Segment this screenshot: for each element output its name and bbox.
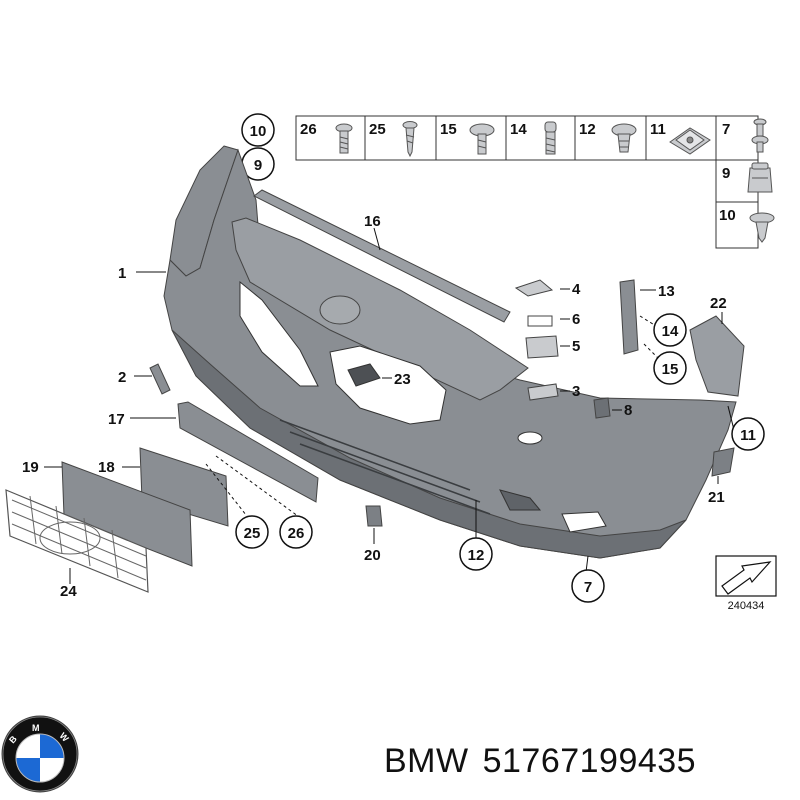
- callout-6: 6: [572, 311, 580, 328]
- callout-14-circled: 14: [653, 313, 687, 347]
- fastener-label-26: 26: [300, 121, 317, 138]
- callout-20: 20: [364, 547, 381, 564]
- callout-21: 21: [708, 489, 725, 506]
- callout-22: 22: [710, 295, 727, 312]
- svg-text:14: 14: [662, 323, 679, 340]
- svg-text:15: 15: [662, 361, 679, 378]
- callout-26-circled: 26: [279, 515, 313, 549]
- callout-19: 19: [22, 459, 39, 476]
- direction-arrow-icon: [721, 561, 772, 595]
- part-5-mount: [525, 335, 559, 359]
- lower-grille-slots: [279, 419, 491, 515]
- screw-14-icon: [544, 121, 557, 155]
- fastener-label-14: 14: [510, 121, 527, 138]
- callout-18: 18: [98, 459, 115, 476]
- right-fog-recess: [561, 511, 607, 533]
- caption-brand: BMW: [384, 742, 469, 780]
- svg-text:26: 26: [288, 525, 305, 542]
- part-8-clip: [593, 397, 611, 419]
- left-grille-opening: [239, 280, 319, 387]
- callout-10-circled: 10: [241, 113, 275, 147]
- callout-1: 1: [118, 265, 126, 282]
- fastener-strip: 26 25 15 14 12 11 7 9 10: [295, 115, 775, 249]
- clip-9-icon: [747, 162, 773, 193]
- part-17-trim: [177, 401, 319, 503]
- svg-text:12: 12: [468, 547, 485, 564]
- callout-8: 8: [624, 402, 632, 419]
- part-24-grille: [5, 489, 149, 593]
- part-4-cover: [514, 279, 554, 297]
- tow-hook-cover: [517, 431, 543, 445]
- svg-text:7: 7: [584, 579, 592, 596]
- part-13-support: [619, 279, 639, 355]
- part-23-bracket: [347, 363, 381, 387]
- callout-24: 24: [60, 583, 77, 600]
- screw-25-icon: [402, 121, 418, 158]
- callout-17: 17: [108, 411, 125, 428]
- callout-23: 23: [394, 371, 411, 388]
- callout-16: 16: [364, 213, 381, 230]
- clip-12-icon: [611, 123, 637, 153]
- left-fog-recess: [499, 489, 542, 511]
- part-16-upper-strip: [253, 189, 511, 323]
- callout-2: 2: [118, 369, 126, 386]
- callout-13: 13: [658, 283, 675, 300]
- svg-text:B: B: [7, 733, 19, 745]
- svg-text:10: 10: [250, 123, 267, 140]
- clip-10-icon: [749, 212, 775, 243]
- bumper-upper-panel: [231, 217, 529, 401]
- part-21-bracket: [711, 447, 735, 477]
- callout-3: 3: [572, 383, 580, 400]
- part-6-bracket: [527, 315, 553, 327]
- callout-11-circled: 11: [731, 417, 765, 451]
- caption-part-number: 51767199435: [482, 742, 697, 780]
- front-bumper: [163, 145, 737, 559]
- bumper-lower-band: [171, 329, 687, 559]
- svg-text:9: 9: [254, 157, 262, 174]
- callout-15-circled: 15: [653, 351, 687, 385]
- callout-12-circled: 12: [459, 537, 493, 571]
- part-18-plate: [139, 447, 229, 527]
- part-20-clip: [365, 505, 383, 527]
- part-3-sensor-holder: [527, 383, 559, 401]
- bmw-logo: B M W: [1, 715, 79, 793]
- part-19-plate: [61, 461, 193, 567]
- svg-text:11: 11: [740, 427, 756, 444]
- svg-text:M: M: [32, 723, 40, 733]
- fastener-label-11: 11: [650, 121, 666, 138]
- orientation-box: 240434: [715, 555, 777, 612]
- screw-15-icon: [469, 123, 495, 155]
- emblem-mount: [319, 295, 361, 325]
- svg-text:25: 25: [244, 525, 261, 542]
- fastener-label-15: 15: [440, 121, 457, 138]
- fastener-label-10: 10: [719, 207, 736, 224]
- fastener-label-7: 7: [722, 121, 730, 138]
- reference-code: 240434: [728, 600, 765, 612]
- center-grille-opening: [329, 345, 447, 425]
- part-22-bracket: [689, 315, 745, 397]
- fastener-label-12: 12: [579, 121, 596, 138]
- part-caption: BMW 51767199435: [384, 742, 710, 781]
- screw-26-icon: [335, 123, 353, 154]
- fastener-label-25: 25: [369, 121, 386, 138]
- screw-7-icon: [751, 118, 769, 153]
- clip-nut-11-icon: [669, 127, 711, 155]
- callout-5: 5: [572, 338, 580, 355]
- callout-4: 4: [572, 281, 581, 298]
- callout-25-circled: 25: [235, 515, 269, 549]
- callout-7-circled: 7: [571, 569, 605, 603]
- fastener-label-9: 9: [722, 165, 730, 182]
- part-2-bracket: [149, 363, 171, 395]
